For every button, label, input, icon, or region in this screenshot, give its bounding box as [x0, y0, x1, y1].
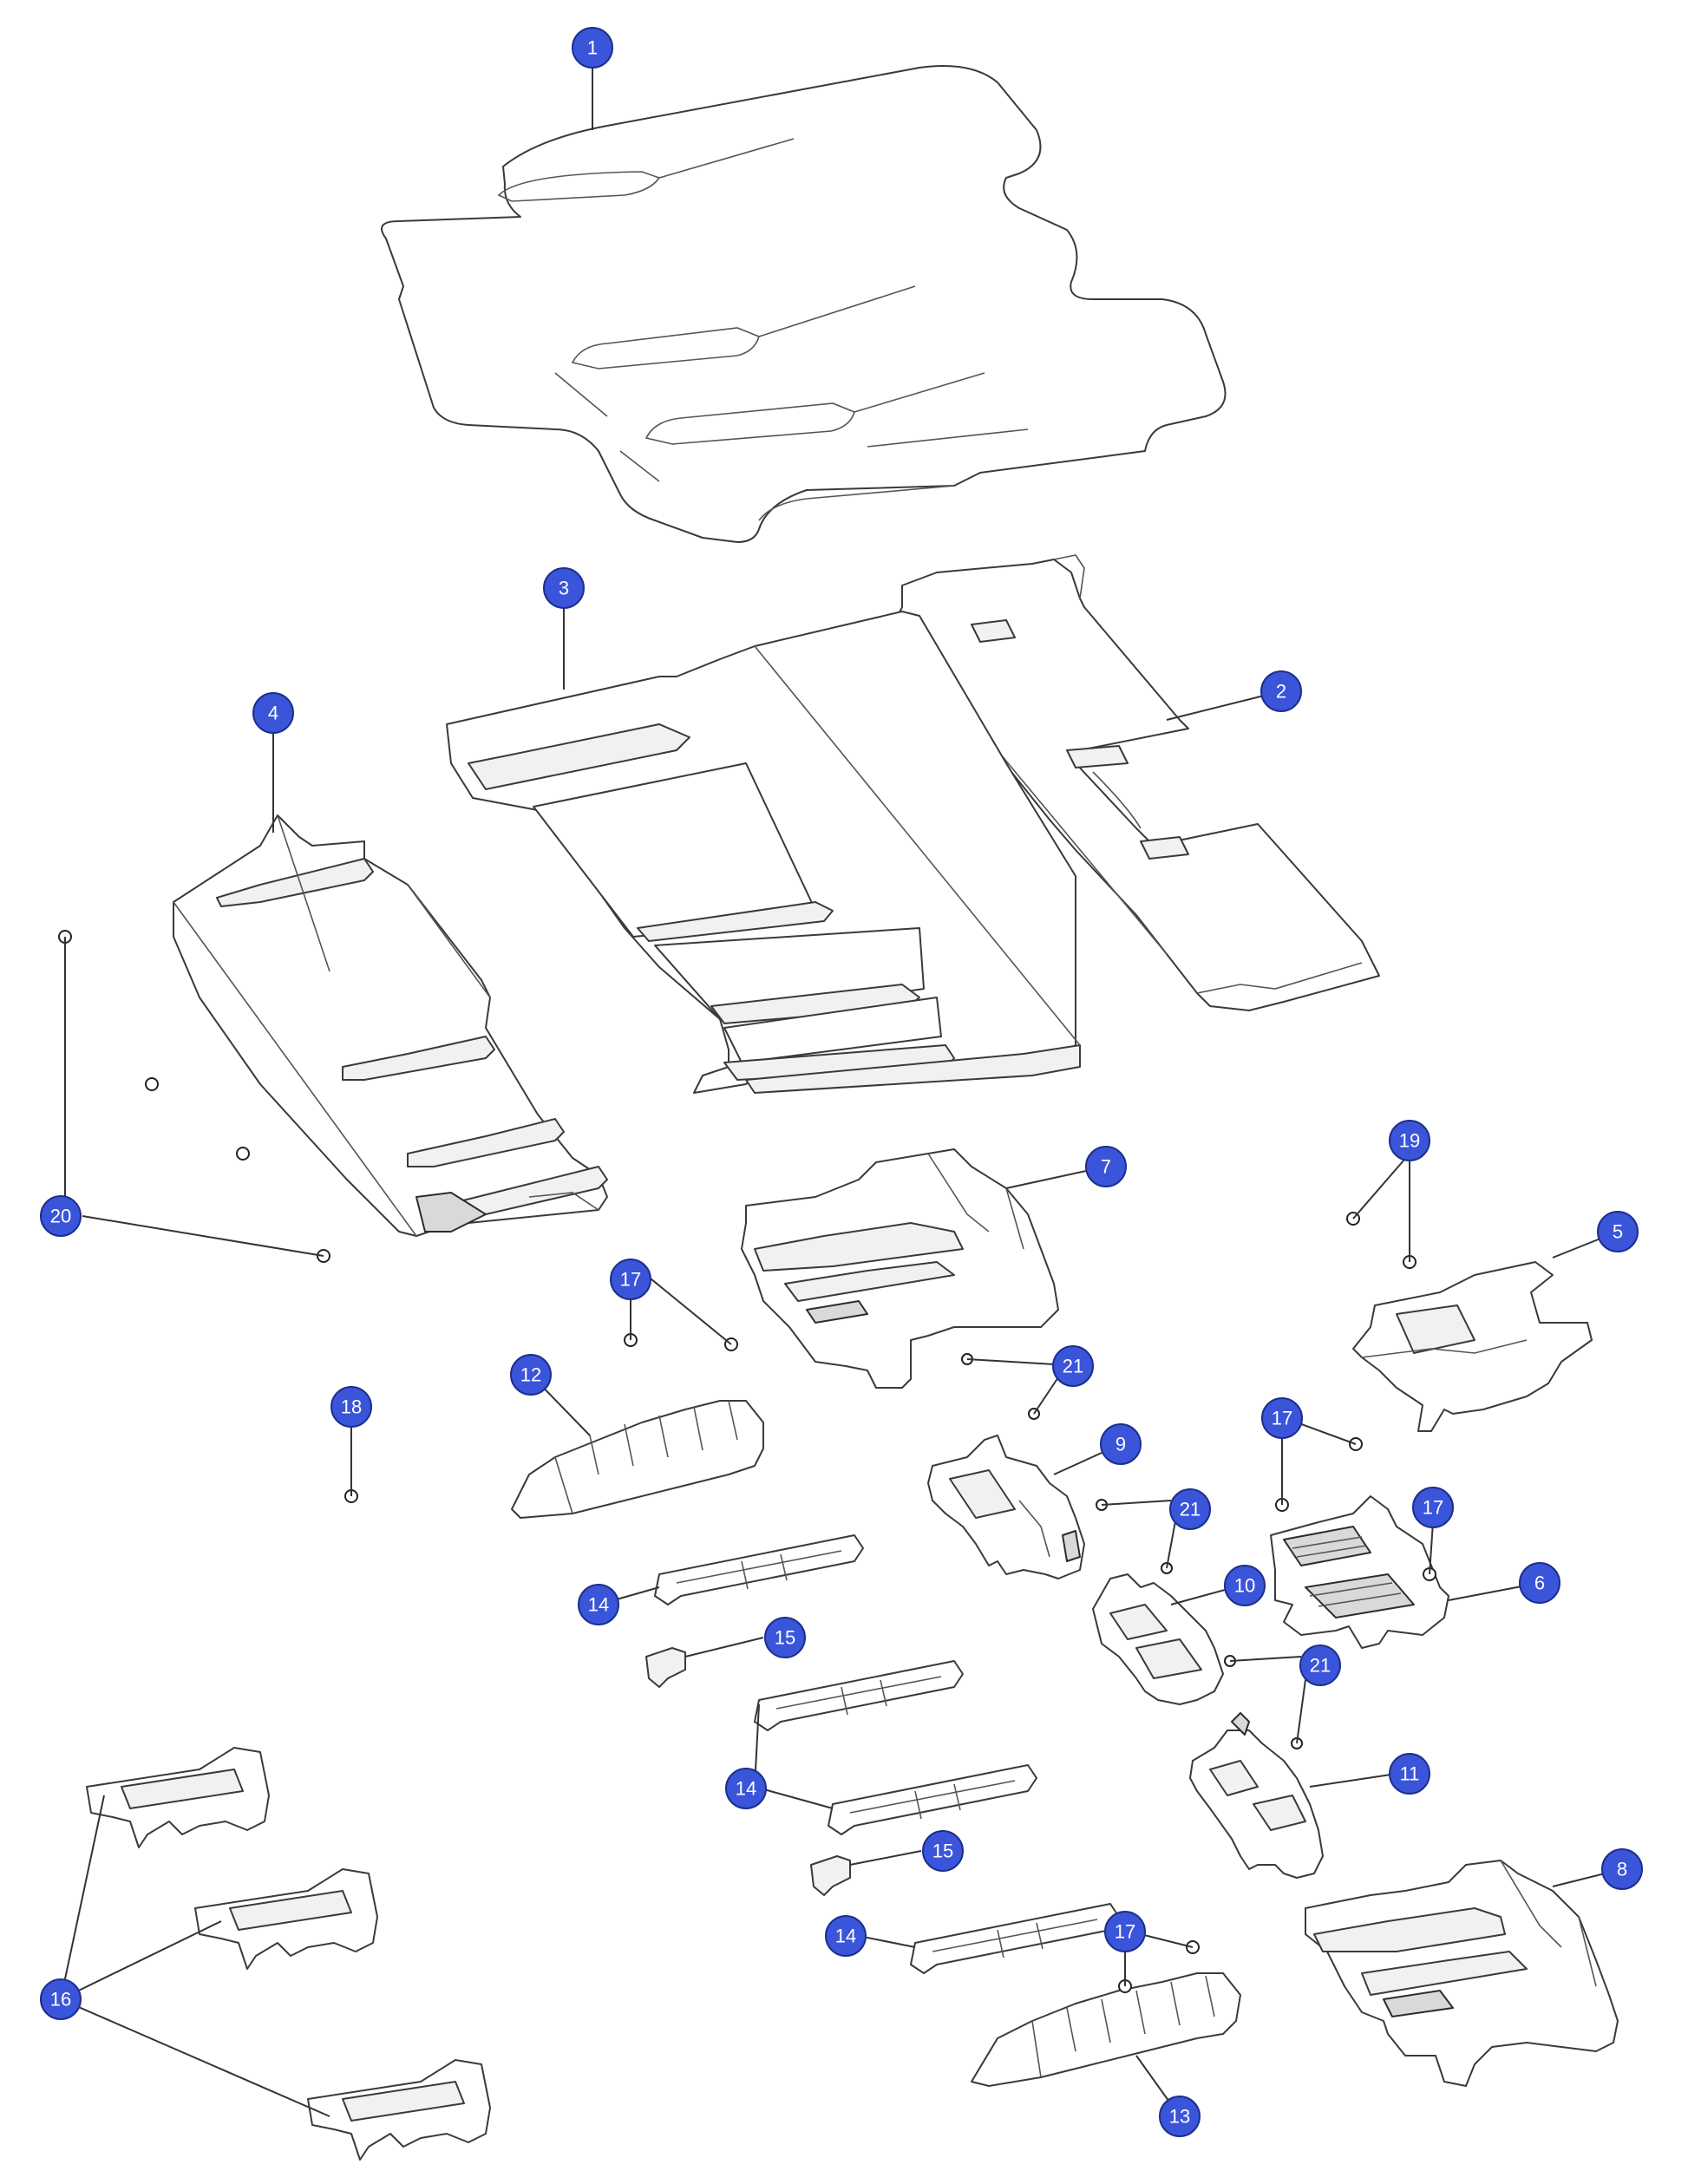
callout-3: 3 — [543, 567, 585, 609]
svg-text:19: 19 — [1399, 1130, 1420, 1152]
svg-text:20: 20 — [50, 1206, 71, 1227]
svg-text:13: 13 — [1169, 2106, 1190, 2128]
svg-text:1: 1 — [587, 37, 598, 59]
callout-17d: 17 — [1104, 1911, 1146, 1952]
callout-11: 11 — [1389, 1753, 1430, 1795]
svg-text:8: 8 — [1617, 1859, 1627, 1880]
svg-text:17: 17 — [1115, 1921, 1135, 1943]
part-4-left-tray — [173, 814, 608, 1237]
callout-16: 16 — [40, 1978, 82, 2020]
svg-text:7: 7 — [1101, 1156, 1111, 1178]
part-13-rail — [971, 1972, 1241, 2087]
part-11-bracket — [1189, 1712, 1324, 1879]
callout-8: 8 — [1601, 1848, 1643, 1890]
part-16-carrier-a — [86, 1747, 270, 1848]
svg-text:14: 14 — [588, 1594, 609, 1616]
callout-20: 20 — [40, 1195, 82, 1237]
callout-17c: 17 — [1412, 1487, 1454, 1528]
callout-6: 6 — [1519, 1562, 1560, 1604]
part-1-sheet — [381, 65, 1227, 543]
callout-14a: 14 — [578, 1584, 619, 1625]
screw-20b — [145, 1077, 159, 1091]
part-10-block — [1092, 1573, 1224, 1705]
callout-15a: 15 — [764, 1617, 806, 1658]
svg-text:4: 4 — [268, 703, 278, 724]
callout-4: 4 — [252, 692, 294, 734]
part-9-bracket — [927, 1435, 1085, 1579]
svg-text:12: 12 — [520, 1364, 541, 1386]
svg-text:14: 14 — [736, 1778, 756, 1800]
svg-text:17: 17 — [620, 1269, 641, 1291]
part-7-housing — [741, 1148, 1059, 1389]
callout-17b: 17 — [1261, 1397, 1303, 1439]
callout-21b: 21 — [1169, 1488, 1211, 1530]
callout-15b: 15 — [922, 1830, 964, 1872]
callout-2: 2 — [1260, 670, 1302, 712]
svg-text:9: 9 — [1116, 1434, 1126, 1455]
part-14-slide-c — [828, 1764, 1037, 1835]
part-16-carrier-c — [307, 2059, 491, 2161]
svg-text:15: 15 — [775, 1627, 795, 1649]
callout-10: 10 — [1224, 1565, 1266, 1606]
screw-20c — [236, 1147, 250, 1161]
callout-5: 5 — [1597, 1211, 1639, 1252]
callout-19: 19 — [1389, 1120, 1430, 1161]
svg-text:16: 16 — [50, 1989, 71, 2011]
svg-text:21: 21 — [1180, 1499, 1201, 1520]
part-12-rail — [511, 1400, 764, 1519]
svg-text:21: 21 — [1310, 1655, 1331, 1677]
part-3-middle-tray — [446, 611, 1081, 1094]
callout-7: 7 — [1085, 1146, 1127, 1187]
callout-1: 1 — [572, 27, 613, 69]
callout-21a: 21 — [1052, 1345, 1094, 1387]
part-15-clip-b — [810, 1855, 851, 1896]
svg-text:21: 21 — [1063, 1356, 1083, 1377]
svg-text:14: 14 — [835, 1926, 856, 1947]
svg-text:2: 2 — [1276, 681, 1286, 703]
svg-text:10: 10 — [1234, 1575, 1255, 1597]
svg-text:18: 18 — [341, 1396, 362, 1418]
part-16-carrier-b — [194, 1868, 378, 1970]
callout-21c: 21 — [1299, 1645, 1341, 1686]
part-6-grid-frame — [1270, 1495, 1449, 1649]
svg-text:17: 17 — [1423, 1497, 1443, 1519]
part-14-slide-d — [910, 1903, 1120, 1974]
callout-14c: 14 — [825, 1915, 867, 1957]
svg-text:11: 11 — [1400, 1763, 1420, 1785]
svg-text:15: 15 — [932, 1841, 953, 1862]
svg-text:17: 17 — [1272, 1408, 1292, 1429]
svg-text:6: 6 — [1534, 1573, 1545, 1594]
part-5-bracket — [1352, 1261, 1593, 1432]
part-14-slide-b — [754, 1660, 964, 1731]
svg-text:3: 3 — [559, 578, 569, 599]
part-14-slide-a — [654, 1534, 864, 1605]
callout-9: 9 — [1100, 1423, 1142, 1465]
svg-text:5: 5 — [1613, 1221, 1623, 1243]
callout-13: 13 — [1159, 2096, 1201, 2137]
part-8-housing — [1305, 1860, 1619, 2087]
callout-12: 12 — [510, 1354, 552, 1396]
part-15-clip-a — [645, 1647, 686, 1688]
callout-14b: 14 — [725, 1768, 767, 1809]
callout-17a: 17 — [610, 1259, 651, 1300]
callout-18: 18 — [330, 1386, 372, 1428]
